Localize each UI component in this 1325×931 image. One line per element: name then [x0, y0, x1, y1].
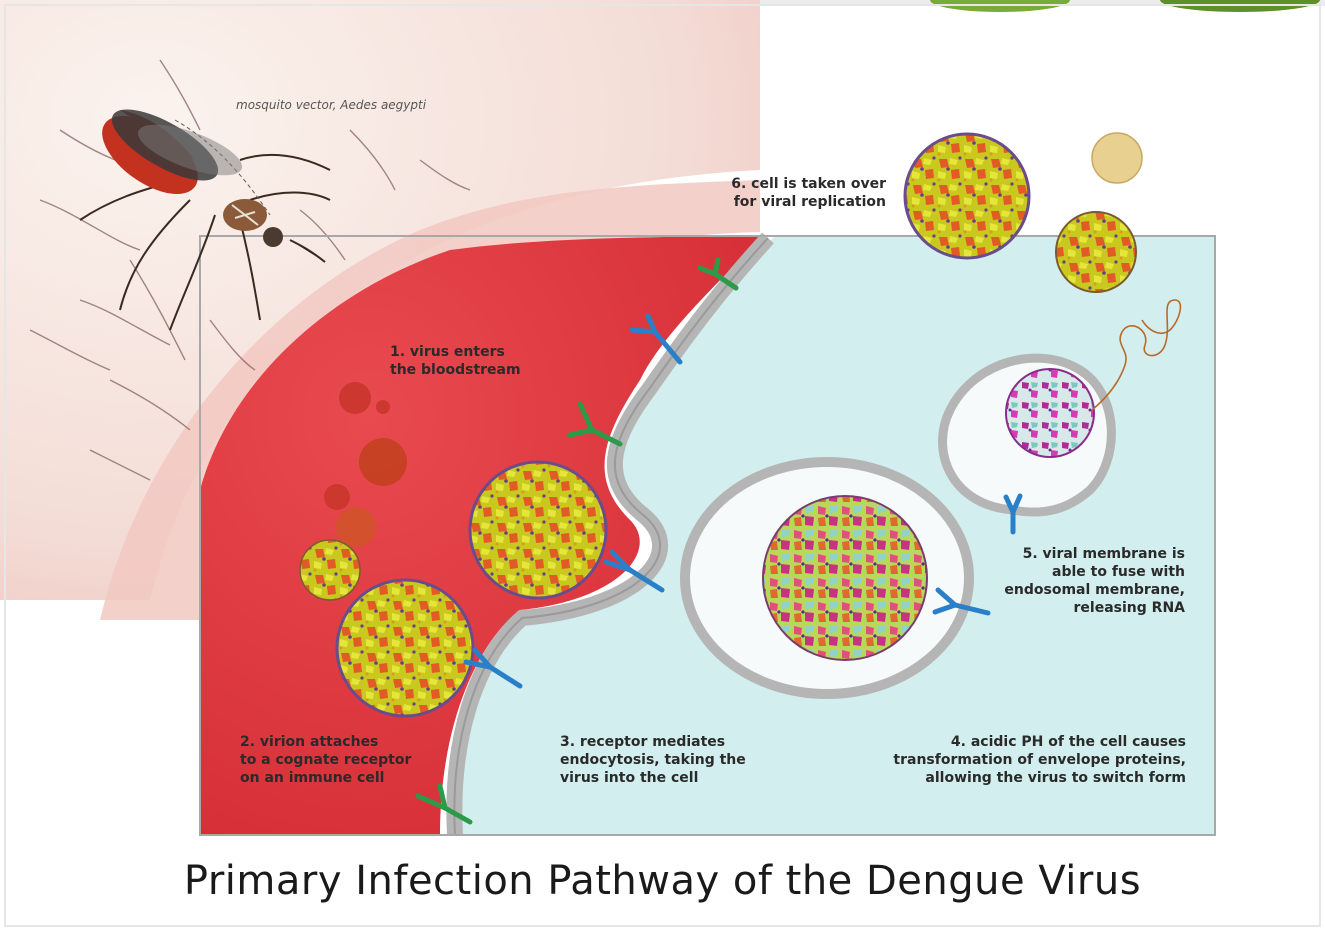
step-3-label: 3. receptor mediates endocytosis, taking…	[560, 733, 746, 787]
virion-transforming	[763, 496, 927, 660]
virion-replicated-large	[905, 134, 1029, 258]
virion-endocytosis	[470, 462, 606, 598]
step-5-label: 5. viral membrane is able to fuse with e…	[985, 545, 1185, 617]
step-6-label: 6. cell is taken over for viral replicat…	[700, 175, 886, 211]
step-4-label: 4. acidic PH of the cell causes transfor…	[860, 733, 1186, 787]
virion-replicated-small	[1092, 133, 1142, 183]
virion-fusing	[1006, 369, 1094, 457]
mosquito-caption: mosquito vector, Aedes aegypti	[236, 98, 426, 112]
step-2-label: 2. virion attaches to a cognate receptor…	[240, 733, 411, 787]
diagram-title: Primary Infection Pathway of the Dengue …	[0, 858, 1325, 904]
step-1-label: 1. virus enters the bloodstream	[390, 343, 521, 379]
virion-replicated-medium	[1056, 212, 1136, 292]
virion-small	[300, 540, 360, 600]
virion-attaching	[337, 580, 473, 716]
